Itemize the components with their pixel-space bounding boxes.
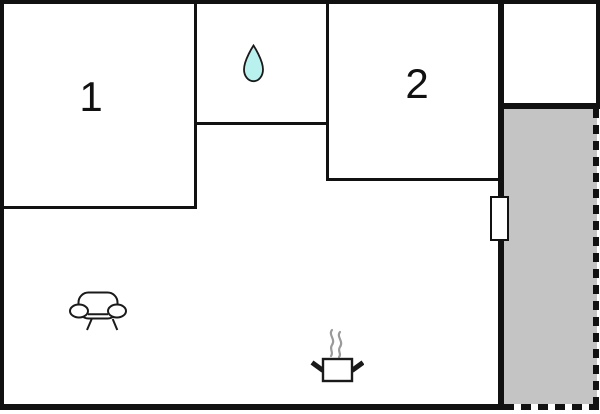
wall-outer-bottom (0, 404, 506, 410)
wall-outer-left (0, 0, 4, 410)
water-drop-icon (243, 44, 264, 83)
steaming-pot-icon (310, 328, 364, 383)
room-2-label: 2 (405, 60, 429, 107)
window-marker (490, 196, 509, 241)
wall-bathroom-bottom (194, 122, 329, 125)
living-area (4, 122, 498, 404)
wall-outer-top (0, 0, 600, 4)
terrace-dashed-border-right (593, 109, 599, 410)
room-1-label: 1 (79, 73, 103, 120)
wall-room2-bottom (326, 178, 502, 181)
terrace-dashed-border-bottom (504, 404, 599, 410)
wall-room1-bottom (0, 206, 197, 209)
wall-room2-left (326, 0, 329, 181)
top-right-room-area (504, 4, 596, 103)
terrace-area (504, 109, 597, 404)
wall-room1-right (194, 0, 197, 209)
wall-terrace-top (498, 103, 600, 109)
wall-outer-right (596, 0, 600, 106)
sofa-icon (69, 291, 127, 331)
